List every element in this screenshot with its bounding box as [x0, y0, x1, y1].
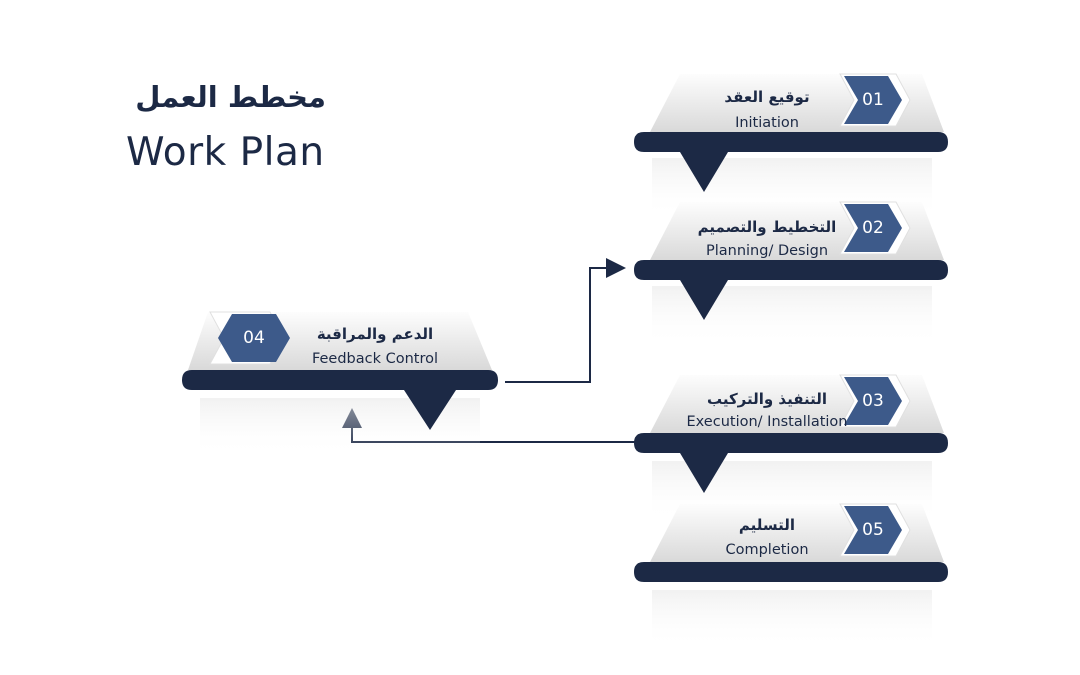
step-card-03: التنفيذ والتركيب Execution/ Installation… — [632, 373, 952, 523]
step-03-english-label: Execution/ Installation — [686, 414, 848, 430]
title-english: Work Plan — [126, 130, 325, 175]
step-01-number: 01 — [862, 90, 884, 110]
number-badge-05 — [844, 506, 902, 554]
step-card-05: التسليم Completion 05 — [632, 500, 952, 650]
number-badge-04 — [218, 314, 290, 362]
step-02-number: 02 — [862, 218, 884, 238]
step-02-arabic-label: التخطيط والتصميم — [697, 218, 837, 236]
step-04-arabic-label: الدعم والمراقبة — [316, 325, 434, 343]
number-badge-01 — [844, 76, 902, 124]
step-04-number: 04 — [243, 328, 265, 348]
connector-04-to-02 — [505, 258, 626, 383]
step-05-english-label: Completion — [725, 542, 809, 558]
step-card-02: التخطيط والتصميم Planning/ Design 02 — [632, 198, 952, 348]
number-badge-02 — [844, 204, 902, 252]
step-02-english-label: Planning/ Design — [705, 243, 829, 259]
number-badge-03 — [844, 377, 902, 425]
step-03-number: 03 — [862, 391, 884, 411]
step-03-arabic-label: التنفيذ والتركيب — [706, 390, 828, 408]
step-01-arabic-label: توقيع العقد — [724, 88, 810, 106]
step-05-arabic-label: التسليم — [738, 516, 796, 534]
step-01-english-label: Initiation — [735, 115, 799, 131]
title-arabic: مخطط العمل — [135, 80, 326, 114]
step-card-04: الدعم والمراقبة Feedback Control 04 — [180, 310, 500, 460]
step-05-number: 05 — [862, 520, 884, 540]
step-04-english-label: Feedback Control — [311, 351, 439, 367]
